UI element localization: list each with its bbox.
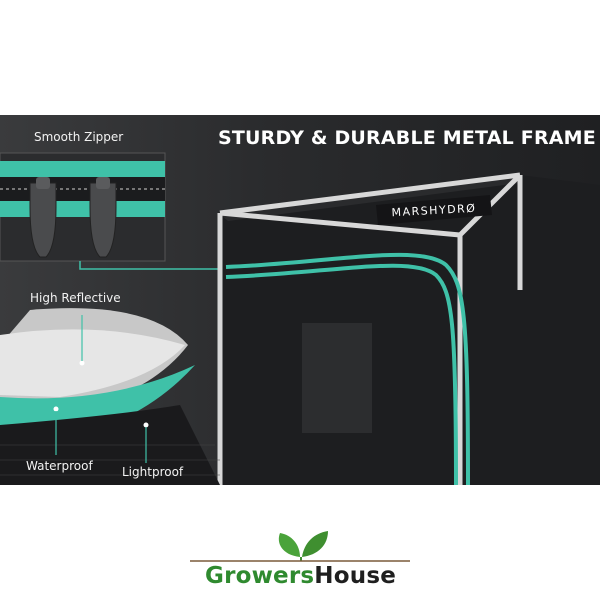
product-banner: STURDY & DURABLE METAL FRAME MARSHYDRØ S… xyxy=(0,115,600,485)
leaf-icon xyxy=(190,531,410,562)
fabric-layers xyxy=(0,308,220,485)
label-lightproof: Lightproof xyxy=(122,465,184,479)
tent xyxy=(217,172,600,485)
logo-word-growers: Growers xyxy=(204,563,315,589)
label-high-reflective: High Reflective xyxy=(30,291,121,305)
label-smooth-zipper: Smooth Zipper xyxy=(34,130,124,144)
zipper-inset xyxy=(0,152,166,262)
headline: STURDY & DURABLE METAL FRAME xyxy=(218,127,596,149)
label-waterproof: Waterproof xyxy=(26,459,93,473)
logo-wordmark: GrowersHouse xyxy=(198,563,403,589)
logo-word-house: House xyxy=(314,563,397,589)
grow-tent-illustration xyxy=(0,152,600,485)
growershouse-logo: GrowersHouse xyxy=(190,525,410,595)
